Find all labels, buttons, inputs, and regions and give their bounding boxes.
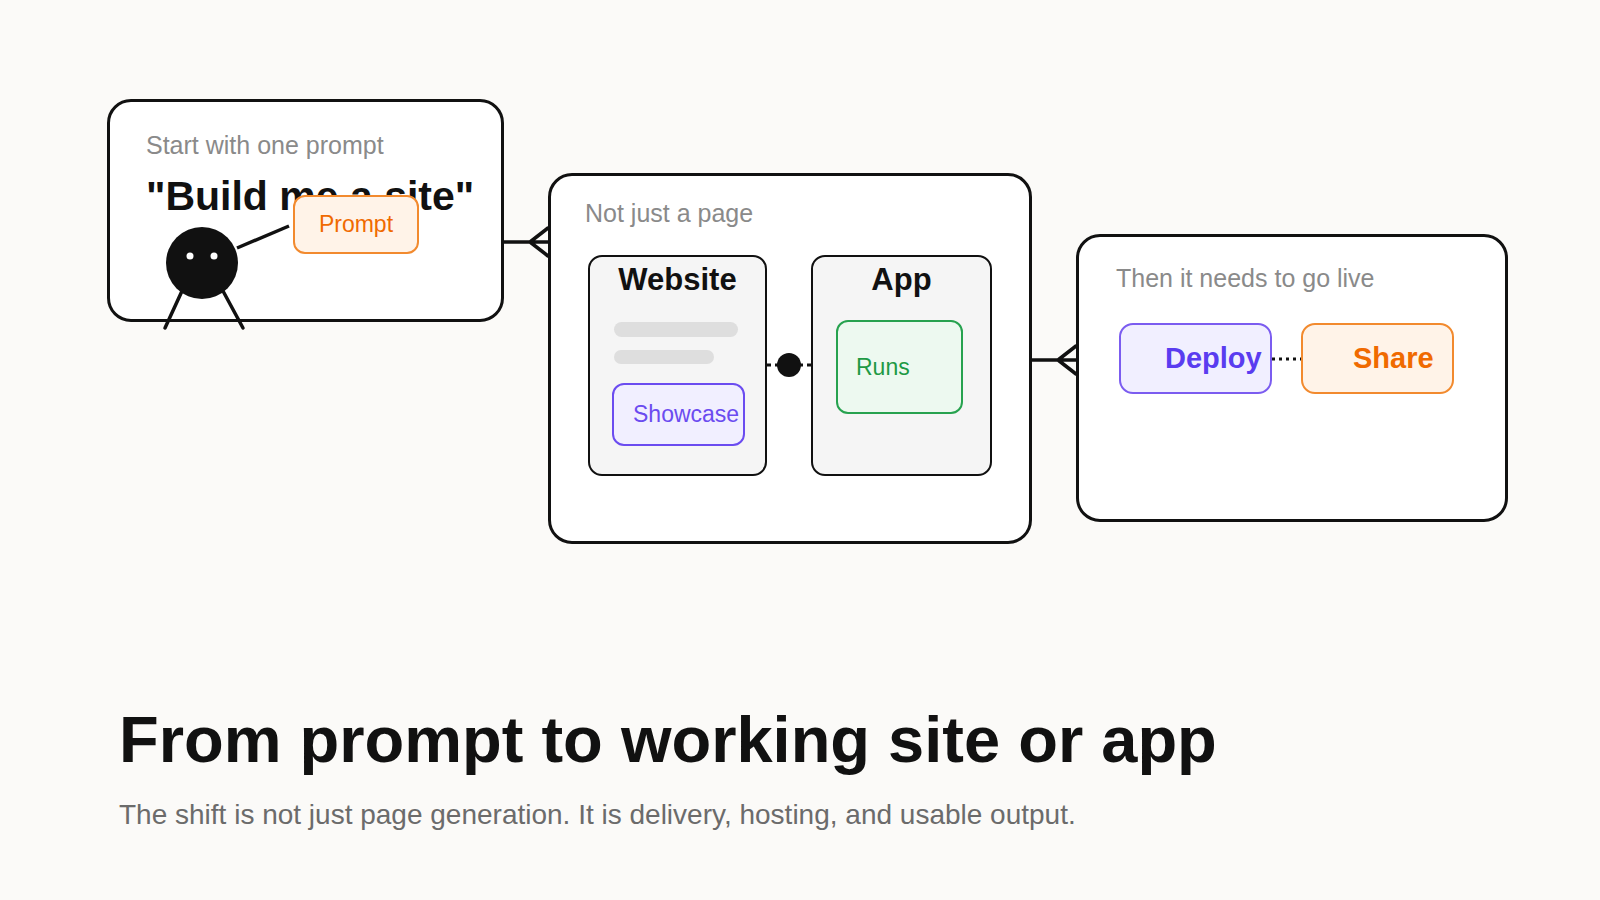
box-heading: Not just a page (585, 199, 753, 228)
card-box: WebsiteShowcase (588, 255, 767, 476)
action-box: Deploy (1119, 323, 1272, 394)
box-label: Runs (856, 354, 910, 380)
diagram-title: From prompt to working site or app (119, 703, 1217, 778)
box-heading: App (813, 262, 990, 298)
box-label: Deploy (1165, 342, 1262, 375)
connector (1032, 346, 1076, 374)
status-box: Runs (836, 320, 963, 414)
connector-line (1032, 346, 1076, 374)
section-heading: Start with one prompt (146, 131, 384, 160)
card-box: AppRuns (811, 255, 992, 476)
diagram-caption: The shift is not just page generation. I… (119, 799, 1076, 831)
action-box: Share (1301, 323, 1454, 394)
group-box: Then it needs to go liveDeploy Share (1076, 234, 1508, 522)
connector (504, 228, 548, 256)
box-heading: Then it needs to go live (1116, 264, 1375, 293)
tag-box: Prompt (293, 195, 419, 254)
connector-line (504, 228, 548, 256)
box-label: Prompt (319, 211, 393, 237)
box-label: Showcase (633, 401, 739, 427)
group-box: Not just a pageWebsiteShowcaseAppRuns (548, 173, 1032, 544)
tag-box: Showcase (612, 383, 745, 446)
box-heading: Website (590, 262, 765, 298)
group-box: Start with one prompt"Build me a site"Pr… (107, 99, 504, 322)
box-label: Share (1353, 342, 1434, 375)
